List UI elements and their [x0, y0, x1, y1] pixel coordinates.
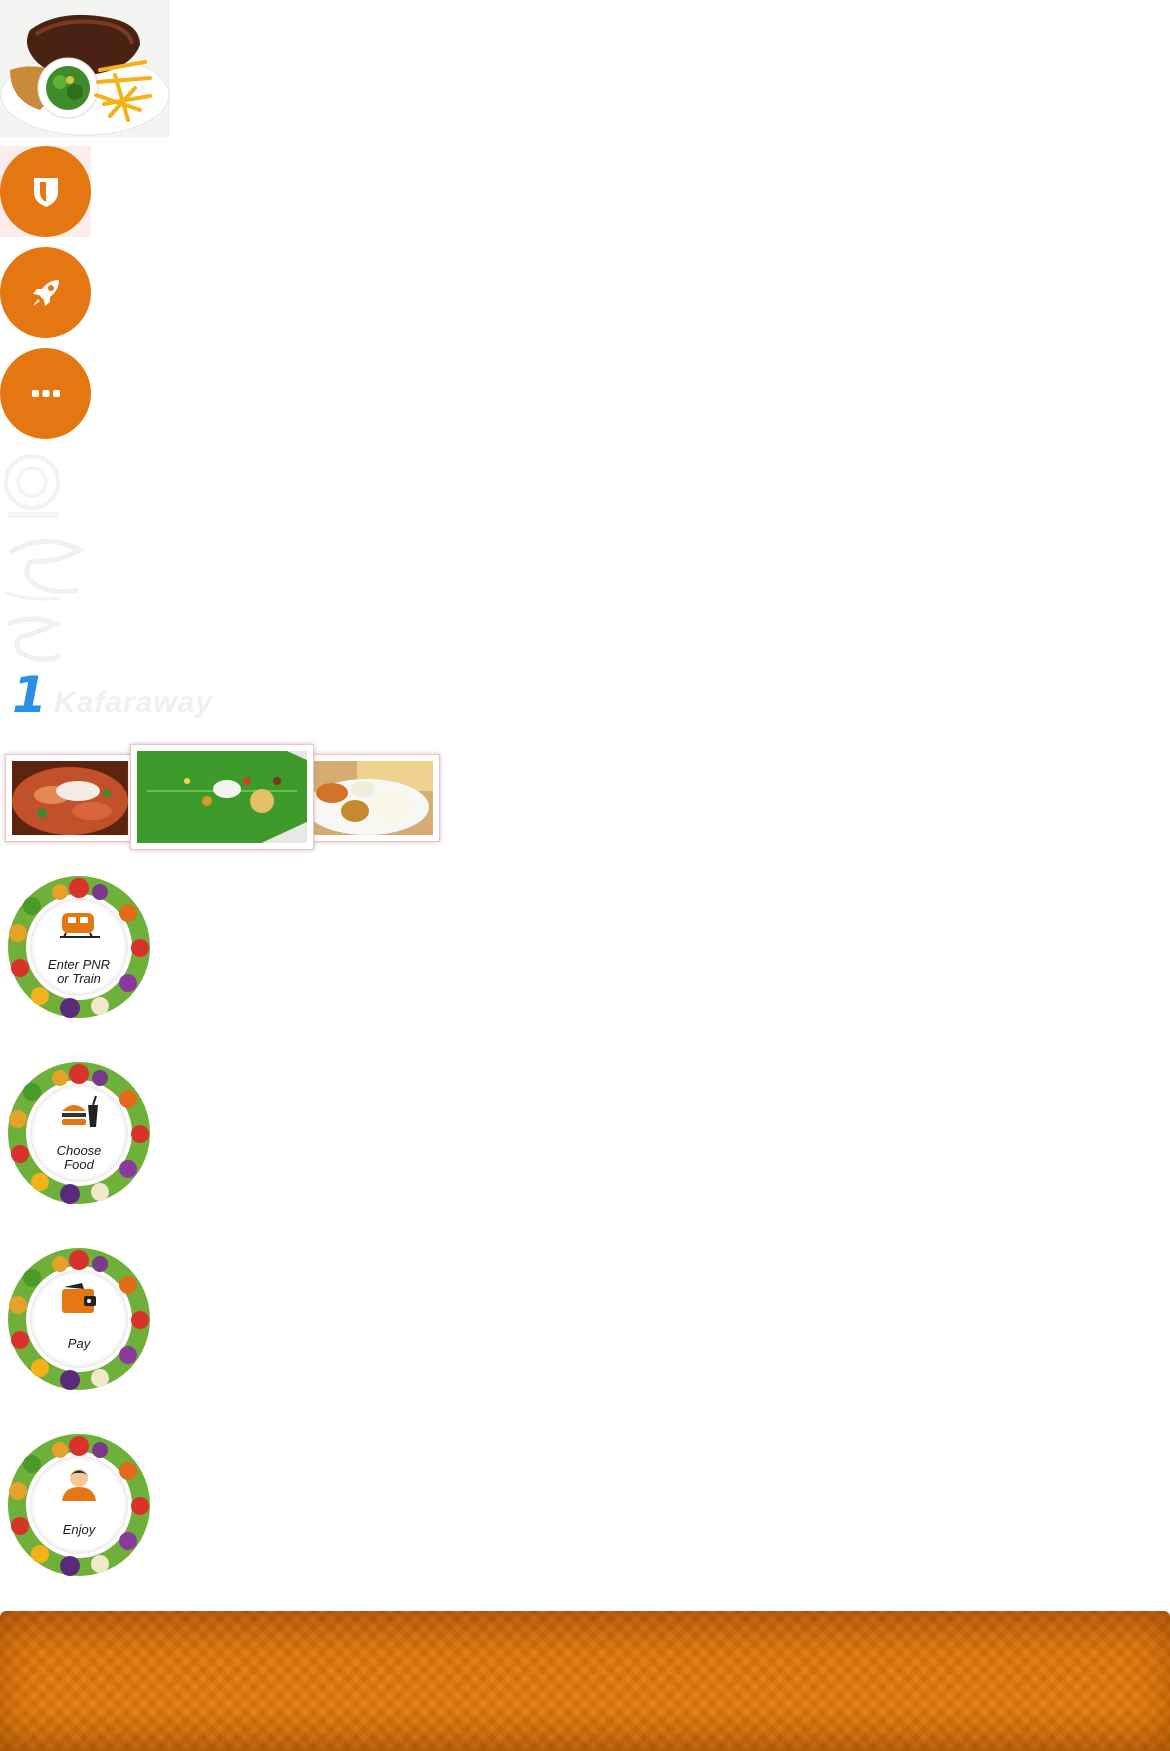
faint-logo-3	[0, 612, 70, 672]
step-label: Pay	[67, 1336, 91, 1351]
step-label: Enter PNR or Train	[47, 957, 111, 986]
banana-leaf-meal-image	[137, 751, 307, 843]
partner-logo-number: 1	[12, 666, 47, 724]
wallet-icon	[62, 1283, 96, 1313]
step-label: Enjoy	[62, 1522, 96, 1537]
person-icon	[62, 1469, 96, 1501]
thumbnail-banana-leaf[interactable]	[130, 744, 314, 850]
pasta-dish-image	[12, 761, 128, 835]
burger-drink-icon	[62, 1095, 98, 1127]
step-enjoy[interactable]: Enjoy	[0, 1426, 160, 1586]
partner-logo-word: Kafaraway	[54, 686, 214, 719]
vada-sambar-image	[297, 761, 433, 835]
thumbnail-pasta[interactable]	[5, 754, 135, 842]
thumbnail-vada[interactable]	[290, 754, 440, 842]
rocket-icon	[32, 279, 59, 306]
hero-food-image	[0, 0, 170, 137]
vegetable-wreath	[8, 876, 150, 1018]
ellipsis-icon	[31, 389, 60, 397]
shield-icon	[33, 177, 58, 207]
vegetable-wreath	[8, 1434, 150, 1576]
faint-logo-2	[0, 532, 90, 612]
rocket-button[interactable]	[0, 247, 91, 338]
partner-logo: 1 Kafaraway	[6, 666, 256, 728]
step-enter-pnr[interactable]: Enter PNR or Train	[0, 868, 160, 1028]
step-label: Choose Food	[56, 1143, 102, 1172]
step-pay[interactable]: Pay	[0, 1240, 160, 1400]
shield-button[interactable]	[0, 146, 91, 237]
faint-logo-1	[0, 450, 70, 530]
train-icon	[60, 913, 100, 938]
thumbnail-strip	[0, 740, 450, 855]
step-plate	[30, 1084, 128, 1182]
more-button[interactable]	[0, 348, 91, 439]
step-choose-food[interactable]: Choose Food	[0, 1054, 160, 1214]
vegetable-wreath	[8, 1248, 150, 1390]
footer-bar	[0, 1611, 1170, 1751]
vegetable-wreath	[8, 1062, 150, 1204]
